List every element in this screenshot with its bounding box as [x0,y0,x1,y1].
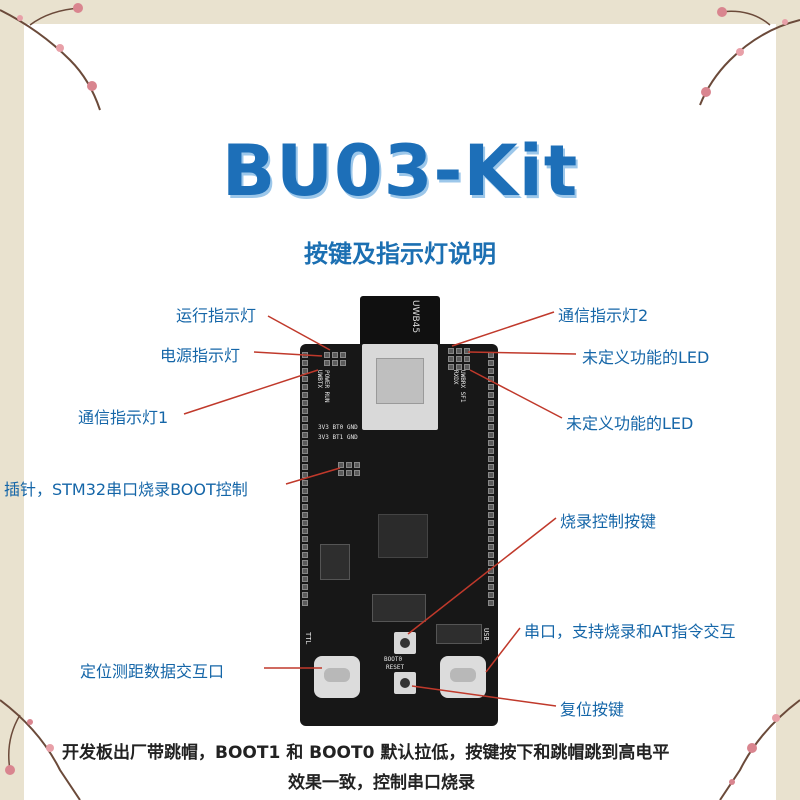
boot-silk-row1: 3V3 BT0 GND [318,424,358,431]
label-boot-pins: 插针，STM32串口烧录BOOT控制 [4,480,248,499]
right-pin-header [488,352,494,606]
boot0-silk: BOOT0 [384,656,403,663]
note-line-1: 开发板出厂带跳帽，BOOT1 和 BOOT0 默认拉低，按键按下和跳帽跳到高电平 [62,743,670,763]
label-serial-port: 串口，支持烧录和AT指令交互 [524,622,736,641]
page-subtitle: 按键及指示灯说明 [304,240,496,268]
reset-silk: RESET [386,664,405,671]
reset-button[interactable] [394,672,416,694]
left-led-header [324,352,346,366]
label-positioning-port: 定位测距数据交互口 [80,662,225,681]
label-undefined-led-1: 未定义功能的LED [582,348,710,367]
label-power-led: 电源指示灯 [160,346,241,365]
usb-silk: USB [482,628,490,641]
uwb-chip [376,358,424,404]
label-comm-led1: 通信指示灯1 [78,408,169,427]
label-run-led: 运行指示灯 [176,306,257,325]
ttl-usb-c-port[interactable] [314,656,360,698]
right-led-header [448,348,470,370]
serial-chip [372,594,426,622]
label-reset-button: 复位按键 [560,700,625,719]
boot-jumper-header [338,462,360,476]
module-silk-label: UWB45 [410,300,420,334]
left-pin-header [302,352,308,606]
right-led-silk: UWBRX SF1 RXDX [452,370,466,403]
boot-silk-row2: 3V3 BT1 GND [318,434,358,441]
usb-c-port[interactable] [440,656,486,698]
ttl-silk: TTL [304,632,312,645]
boot0-button[interactable] [394,632,416,654]
label-undefined-led-2: 未定义功能的LED [566,414,694,433]
label-comm-led2: 通信指示灯2 [558,306,649,325]
note-line-2: 效果一致，控制串口烧录 [288,773,475,793]
label-burn-button: 烧录控制按键 [560,512,657,531]
stm32-mcu [378,514,428,558]
header-block [436,624,482,644]
regulator [320,544,350,580]
left-led-silk: POWER RUN UWBTX [316,370,330,403]
page-title: BU03-Kit [221,130,579,212]
